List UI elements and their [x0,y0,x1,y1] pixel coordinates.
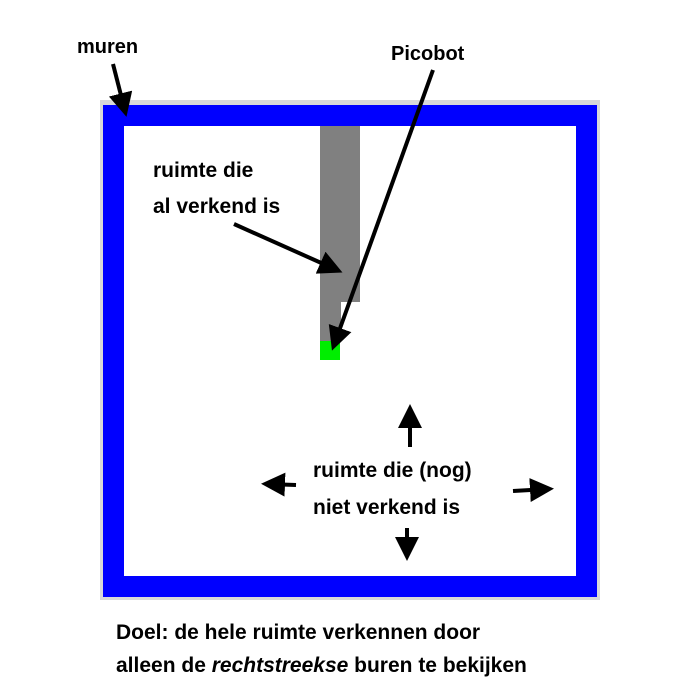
picobot-label: Picobot [391,43,465,65]
explored-region-wide [320,126,360,302]
unexplored-label-line1: ruimte die (nog) [313,459,472,482]
explored-label-line2: al verkend is [153,195,280,218]
picobot-robot [320,341,340,360]
arrow-left [261,472,297,497]
caption-line2-after: buren te bekijken [348,654,527,677]
arrow-right [512,478,554,503]
walls-arrow [108,63,133,117]
picobot-arrow [328,69,435,351]
caption-line2-italic: rechtstreekse [211,654,349,677]
explored-label-line1: ruimte die [153,159,253,182]
walls-label: muren [77,36,138,58]
caption-line1: Doel: de hele ruimte verkennen door [116,621,481,644]
goal-caption: Doel: de hele ruimte verkennen door alle… [116,616,696,682]
unexplored-label-line2: niet verkend is [313,496,460,519]
explored-arrow [233,222,343,274]
caption-line2: alleen de rechtstreekse buren te bekijke… [116,649,696,682]
caption-line2-before: alleen de [116,654,212,677]
